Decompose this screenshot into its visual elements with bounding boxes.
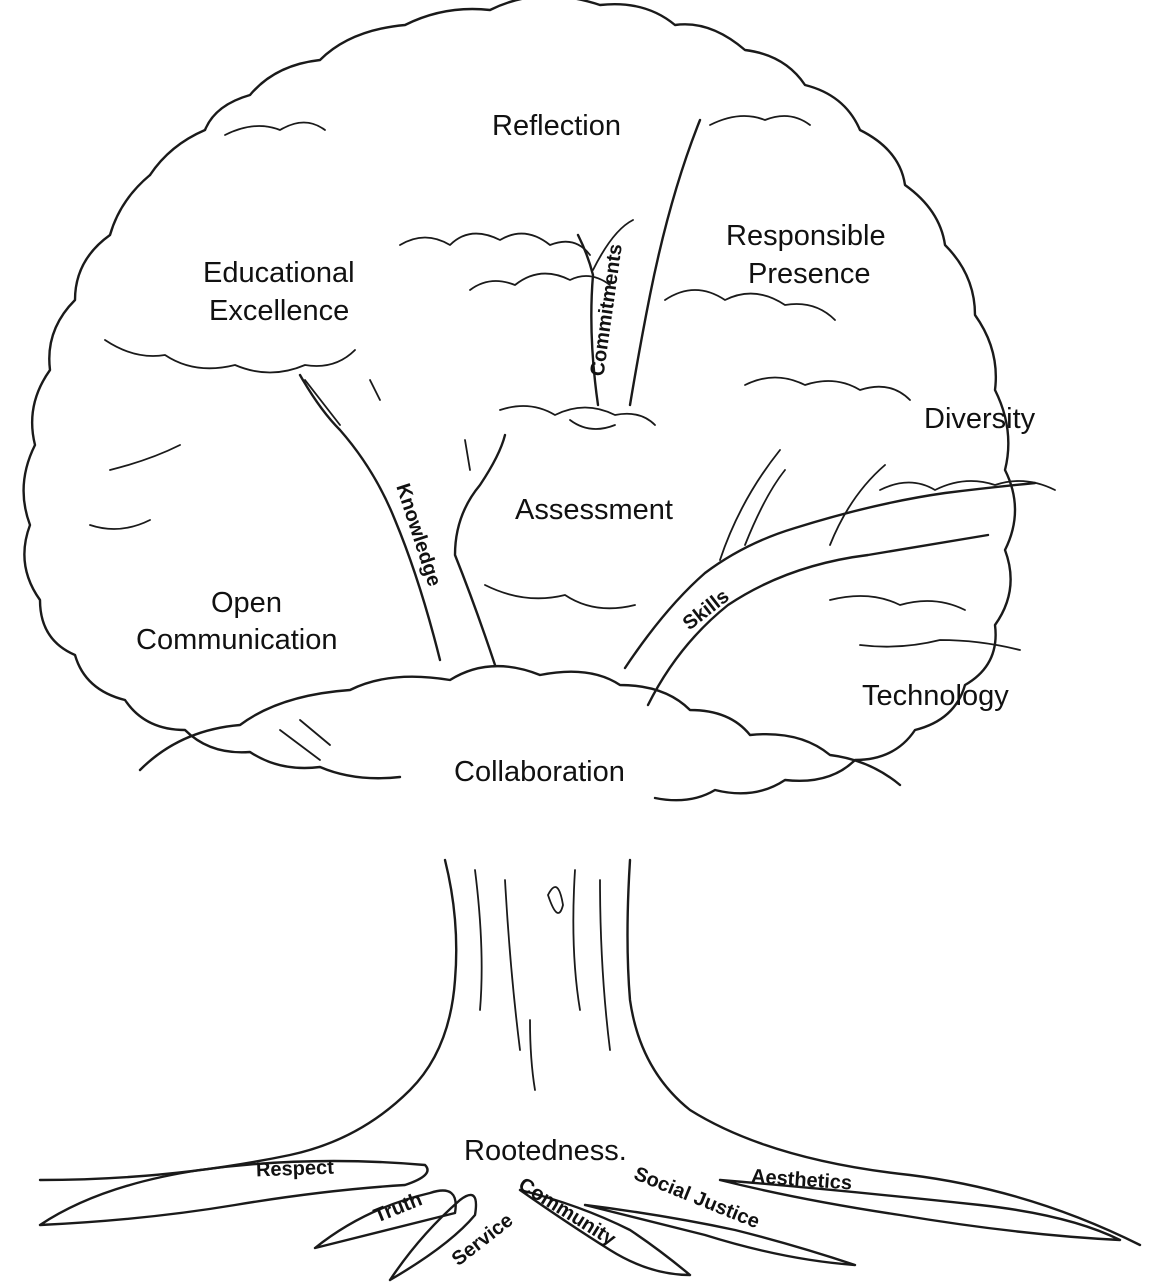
label-assessment: Assessment — [515, 494, 673, 526]
label-open: Open — [211, 587, 282, 619]
label-excellence: Excellence — [209, 295, 350, 327]
label-rootedness: Rootedness. — [464, 1135, 627, 1167]
label-technology: Technology — [862, 680, 1009, 712]
tree-crown — [22, 0, 1056, 802]
tree-trunk — [38, 858, 1142, 1247]
label-presence: Presence — [748, 258, 871, 290]
label-collaboration: Collaboration — [454, 756, 625, 788]
label-educational: Educational — [203, 257, 355, 289]
label-reflection: Reflection — [492, 110, 621, 142]
label-responsible: Responsible — [726, 220, 886, 252]
tree-branches — [298, 118, 1037, 707]
label-communication: Communication — [136, 624, 338, 656]
label-respect: Respect — [255, 1156, 335, 1182]
tree-roots — [38, 1159, 1122, 1282]
label-diversity: Diversity — [924, 403, 1036, 435]
